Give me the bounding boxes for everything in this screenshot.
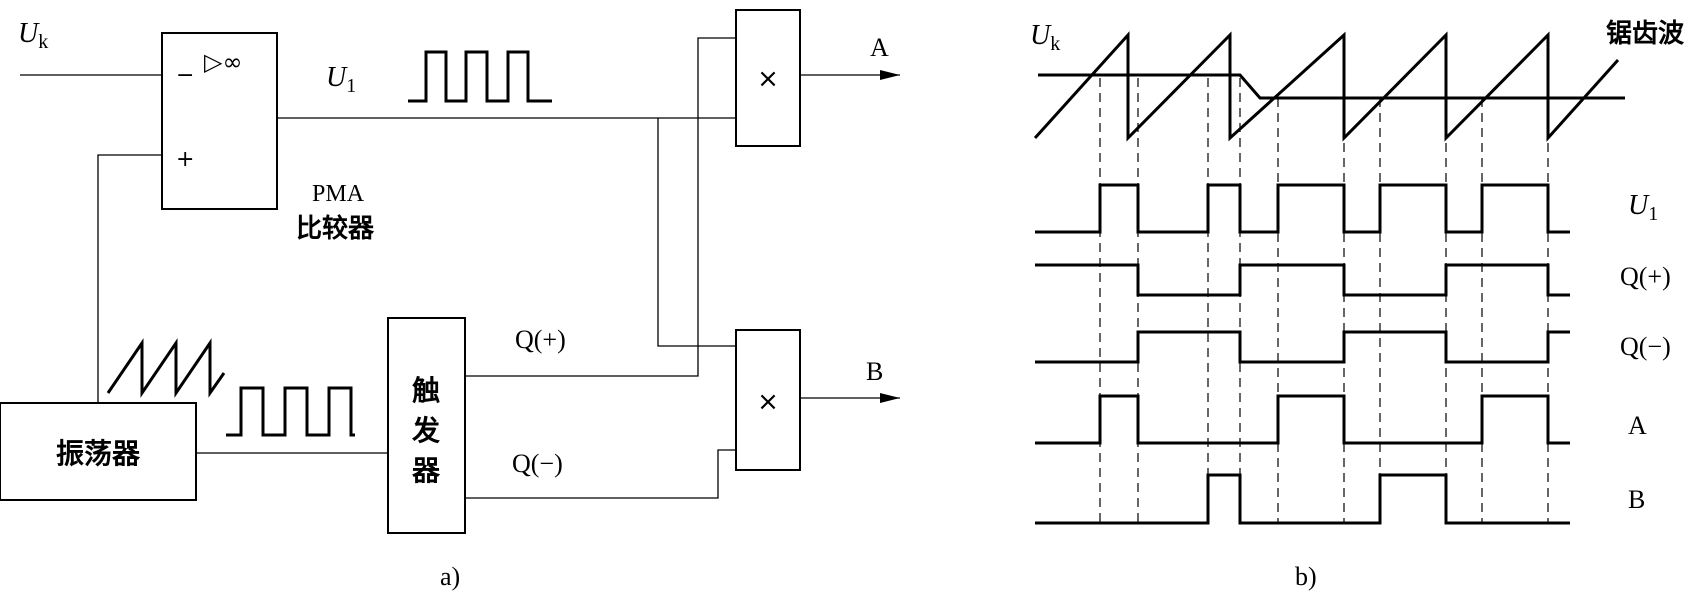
- trigger-label-line-1: 触: [412, 374, 440, 407]
- sawtooth-wave-label: 锯齿波: [1606, 19, 1685, 49]
- output-b-label: B: [866, 357, 883, 386]
- panel-a-block-diagram: Uk − ▷∞ + U1 PMA 比较器 × A × B 振荡器: [0, 9, 900, 591]
- panel-b-timing-diagram: Uk 锯齿波 U1 Q(+) Q(−) A: [1030, 19, 1685, 591]
- multiplier-a-symbol: ×: [757, 64, 779, 94]
- multiplier-b-block: [735, 329, 801, 471]
- b-trace: [1035, 473, 1570, 525]
- sawtooth-waveform-icon: [106, 338, 226, 398]
- comparator-block: [161, 32, 278, 210]
- a-trace: [1035, 394, 1570, 445]
- trigger-label-line-3: 器: [411, 454, 441, 487]
- u1-pulse-waveform-icon: [408, 50, 552, 103]
- comparator-plus-sign: +: [176, 147, 194, 172]
- caption-b: b): [1295, 562, 1317, 591]
- u1-trace: [1035, 183, 1570, 234]
- b-trace-label: B: [1628, 485, 1645, 514]
- output-b-arrow-icon: [880, 393, 900, 403]
- q-minus-trace: [1035, 330, 1570, 364]
- u1-trace-label: U1: [1628, 190, 1658, 225]
- comparator-symbol: ▷∞: [204, 48, 242, 76]
- q-minus-trace-label: Q(−): [1620, 332, 1671, 361]
- oscillator-block: [0, 402, 197, 501]
- comparator-minus-sign: −: [176, 63, 194, 88]
- comparator-name-label: 比较器: [296, 213, 375, 244]
- q-minus-wire: [465, 449, 736, 499]
- u1-label: U1: [326, 62, 356, 97]
- output-a-label: A: [870, 33, 889, 62]
- a-trace-label: A: [1628, 411, 1647, 440]
- trigger-block: [387, 317, 466, 534]
- caption-a: a): [440, 562, 460, 591]
- trigger-label-line-2: 发: [411, 414, 440, 447]
- uk-level-trace: [1038, 73, 1625, 100]
- q-plus-trace: [1035, 263, 1570, 297]
- input-uk-label: Uk: [18, 18, 48, 53]
- clock-pulse-waveform-icon: [226, 386, 355, 437]
- multiplier-a-block: [735, 9, 801, 147]
- sawtooth-trace: [1033, 31, 1620, 142]
- q-minus-label: Q(−): [512, 449, 563, 478]
- pma-label: PMA: [312, 181, 365, 207]
- u1-branch-wire: [657, 118, 736, 347]
- timing-uk-label: Uk: [1030, 20, 1060, 55]
- transition-guide-lines: [1099, 78, 1549, 523]
- q-plus-label: Q(+): [515, 325, 566, 354]
- multiplier-b-symbol: ×: [757, 387, 779, 417]
- oscillator-label: 振荡器: [56, 437, 141, 470]
- q-plus-trace-label: Q(+): [1620, 262, 1671, 291]
- sawtooth-feedback-wire: [97, 154, 162, 403]
- output-a-arrow-icon: [880, 70, 900, 80]
- q-plus-wire: [465, 37, 736, 377]
